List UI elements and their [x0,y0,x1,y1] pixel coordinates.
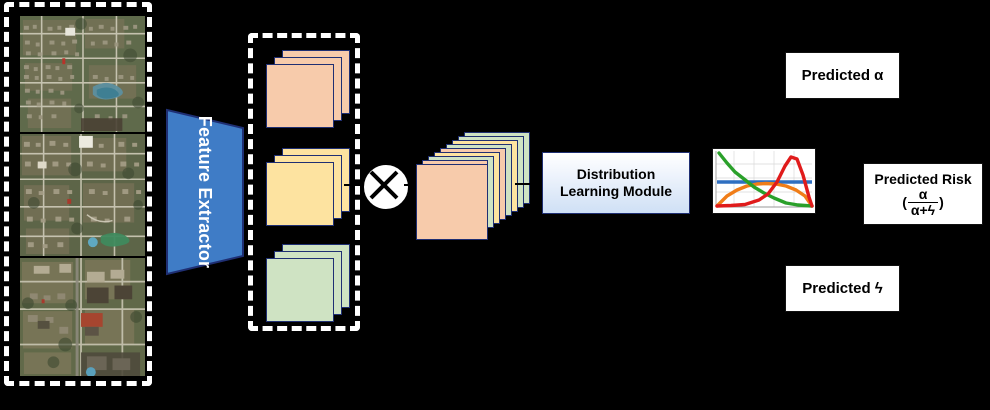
risk-open-paren: ( [902,194,907,210]
output-predicted-alpha[interactable]: Predicted α [785,52,900,99]
tensor-product-operator[interactable] [362,163,410,211]
risk-close-paren: ) [939,194,944,210]
feature-extractor-block[interactable]: Feature Extractor [165,106,245,278]
connector-operator-to-fused [404,184,420,186]
output-predicted-risk-title: Predicted Risk [874,170,972,187]
feature-map-sheet-peach-1 [266,64,334,128]
output-predicted-beta-label: Predicted ϟ [802,280,883,297]
output-predicted-risk[interactable]: Predicted Risk ( α α+ϟ ) [863,163,983,225]
series-green-decreasing [717,151,814,208]
distribution-learning-module[interactable]: Distribution Learning Module [542,152,690,214]
dlm-label-line1: Distribution [576,165,656,182]
risk-denominator: α+ϟ [907,201,939,218]
feature-map-stack-peach[interactable] [266,50,352,130]
output-predicted-alpha-label: Predicted α [801,67,884,84]
output-predicted-risk-formula: ( α α+ϟ ) [902,187,944,217]
satellite-tile-1-render [20,16,145,132]
dlm-label-line2: Learning Module [560,183,672,199]
satellite-tile-1 [19,15,146,133]
risk-fraction: α α+ϟ [907,185,939,218]
satellite-tile-3 [19,257,146,377]
feature-map-stack-yellow[interactable] [266,148,352,228]
risk-numerator: α [918,185,928,202]
beta-distribution-plot [712,148,816,214]
feature-map-sheet-yellow-1 [266,162,334,226]
series-orange-hump [715,181,814,208]
feature-map-sheet-green-1 [266,258,334,322]
fused-feature-stack[interactable] [416,132,536,242]
distribution-learning-module-label: Distribution Learning Module [560,166,672,201]
satellite-tile-2-render [20,134,145,256]
series-red-right-peak [715,155,814,208]
satellite-tile-2 [19,133,146,257]
connector-plot-to-beta [818,184,820,188]
satellite-image-group [4,2,152,386]
connector-featuremaps-to-operator [344,184,364,186]
connector-module-to-plot [690,183,712,185]
feature-extractor-shape [166,108,244,276]
beta-distribution-chart [713,149,815,213]
output-predicted-beta[interactable]: Predicted ϟ [785,265,900,312]
connector-images-to-extractor [152,190,166,192]
feature-map-group [248,33,360,331]
tensor-product-icon [369,170,399,200]
connector-fused-to-module [515,183,543,185]
feature-map-stack-green[interactable] [266,244,352,324]
satellite-tile-3-render [20,258,145,376]
fused-sheet-1 [416,164,488,240]
connector-plot-to-alpha [818,180,820,184]
